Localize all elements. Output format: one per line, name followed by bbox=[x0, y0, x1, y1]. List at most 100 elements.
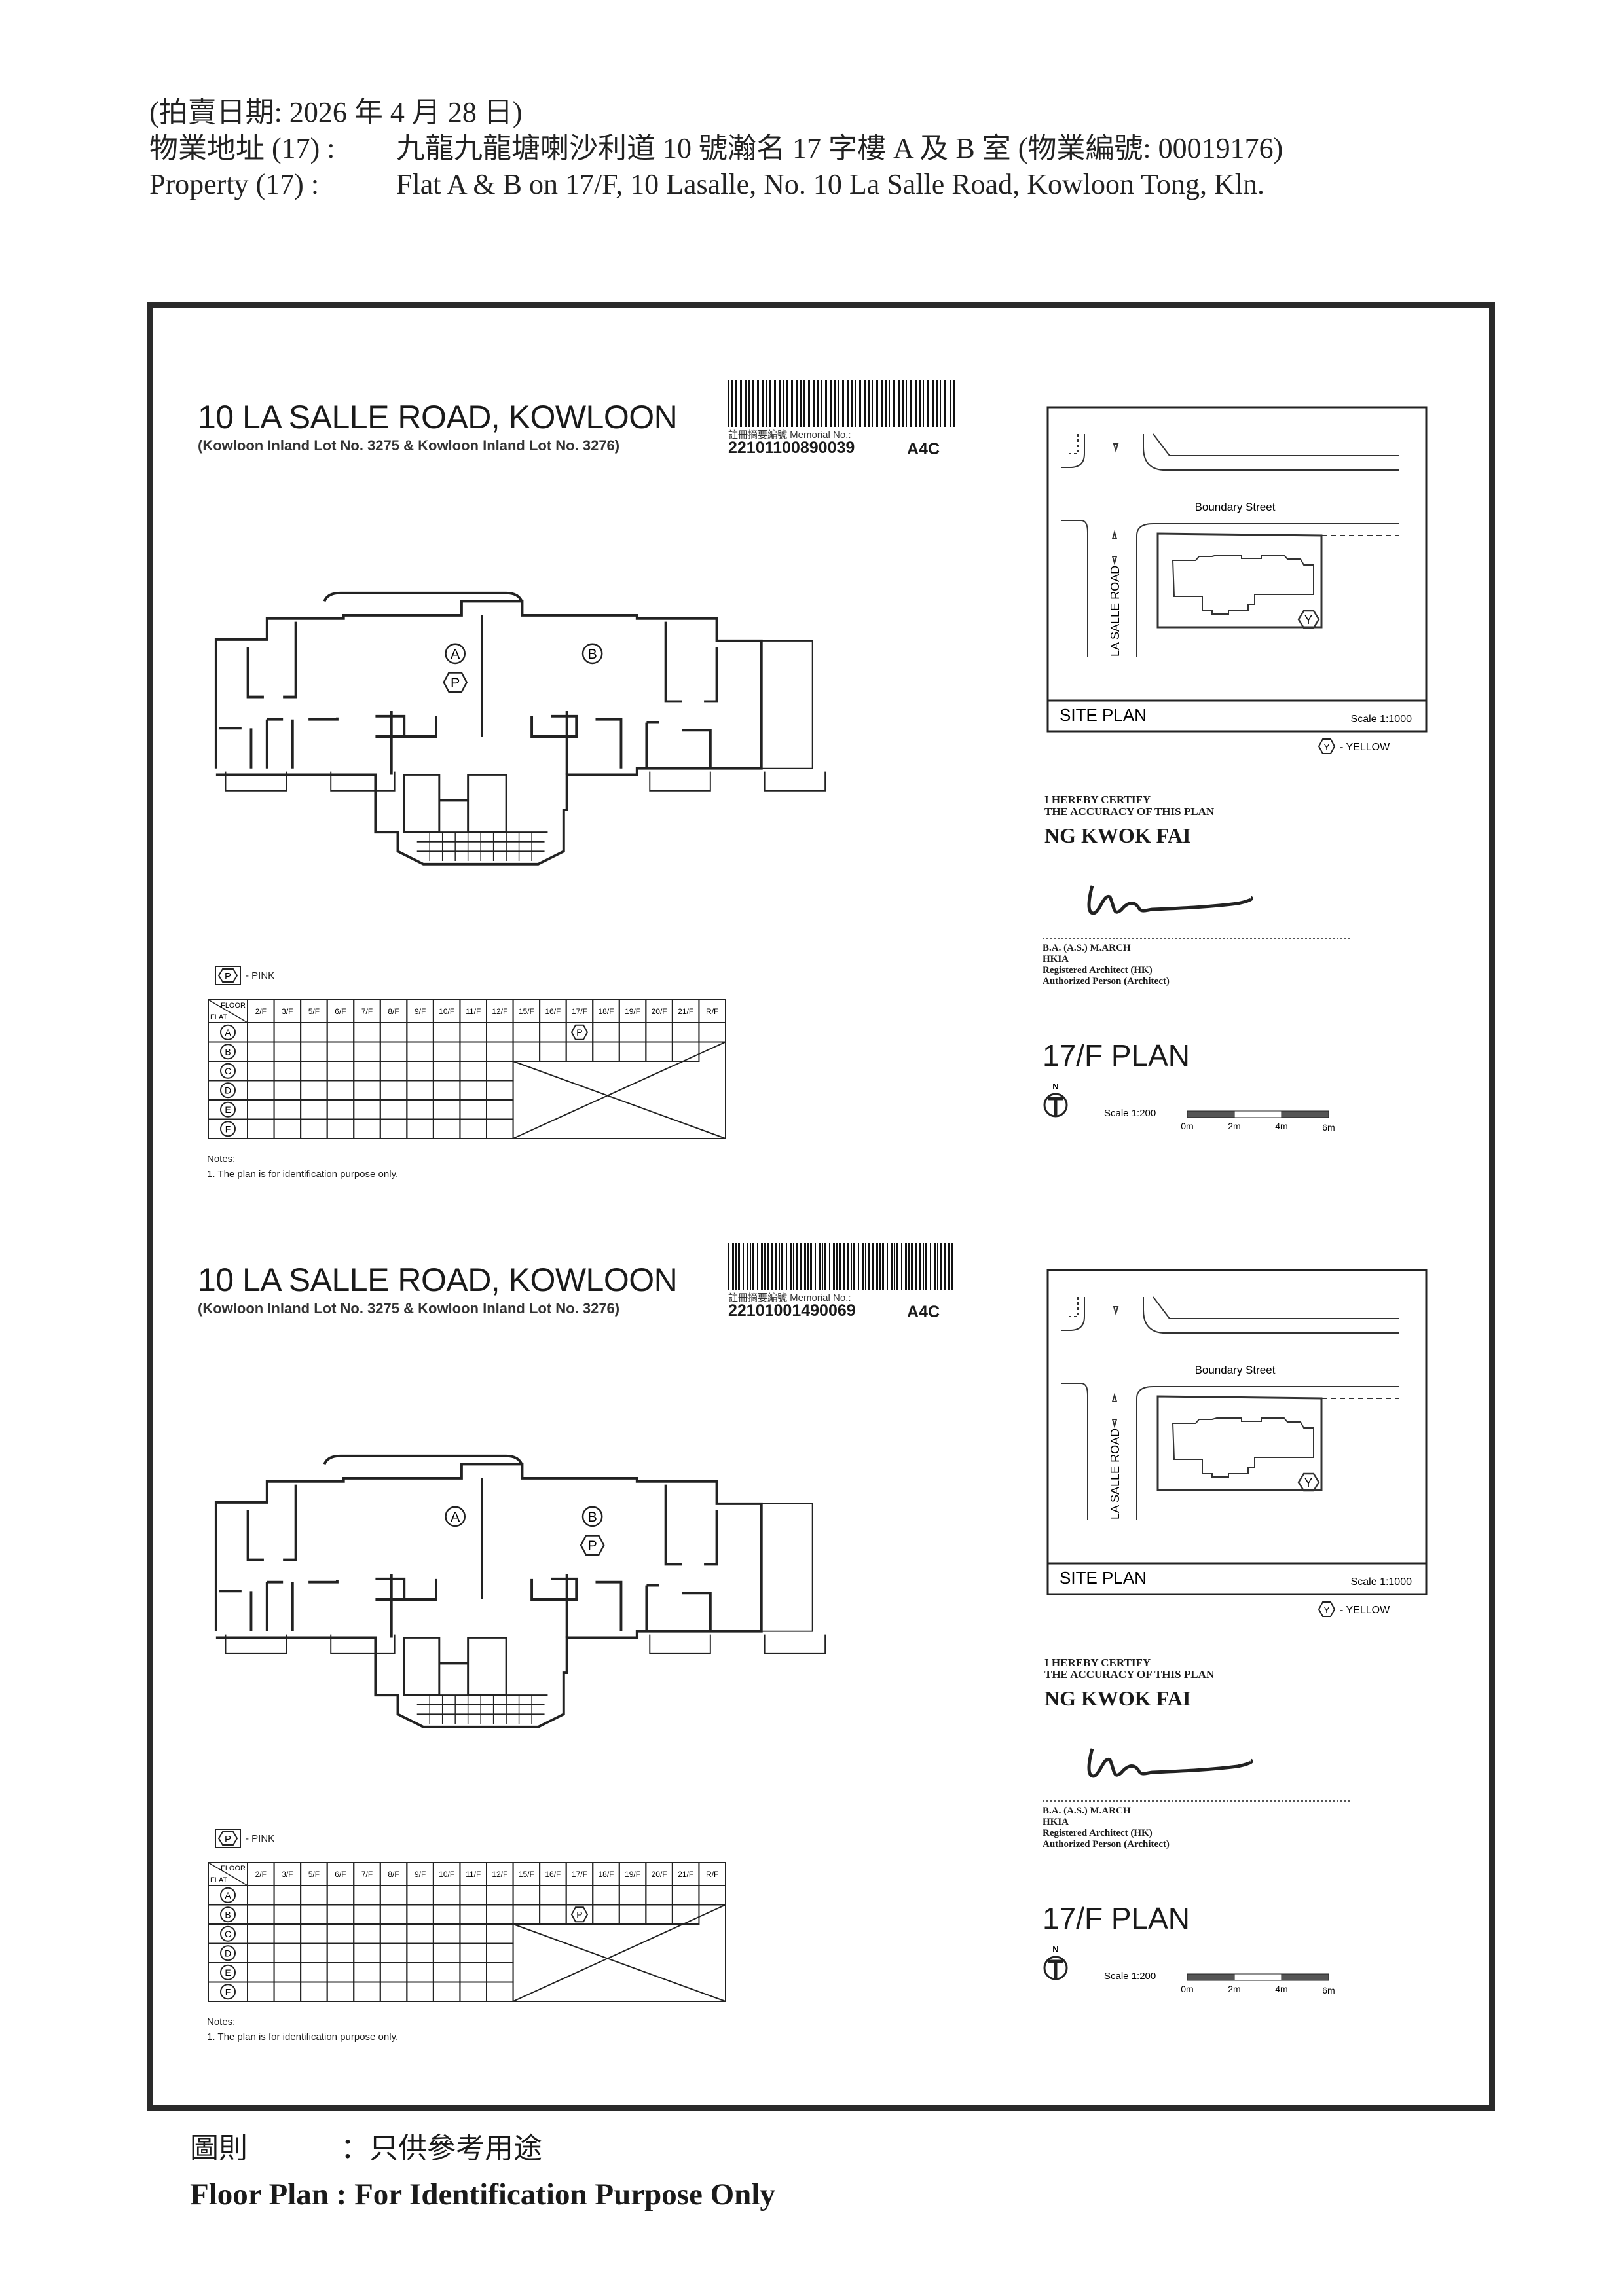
pink-legend-marker: P bbox=[225, 1834, 231, 1845]
floor-header-label: 15/F bbox=[519, 1007, 534, 1016]
barcode-bar bbox=[833, 1243, 835, 1290]
table-cell bbox=[618, 1904, 647, 1925]
table-cell bbox=[406, 1942, 434, 1963]
scale-tick: 0m bbox=[1181, 1984, 1193, 1994]
floor-header-label: 9/F bbox=[415, 1007, 426, 1016]
floor-header-label: 21/F bbox=[678, 1870, 693, 1879]
floor-header-label: 17/F bbox=[572, 1870, 587, 1879]
credentials: B.A. (A.S.) M.ARCH HKIA Registered Archi… bbox=[1043, 1806, 1170, 1850]
north-label: N bbox=[1052, 1082, 1058, 1091]
barcode-bar bbox=[808, 380, 810, 427]
table-cell bbox=[459, 1923, 488, 1944]
flat-b-label: B bbox=[587, 646, 597, 662]
barcode-bar bbox=[779, 1243, 780, 1290]
table-cell bbox=[247, 1885, 275, 1906]
address-cn-label: 物業地址 (17) : bbox=[149, 132, 335, 164]
table-cell bbox=[459, 1962, 488, 1983]
barcode-bar bbox=[839, 1243, 841, 1290]
flat-b-label: B bbox=[587, 1509, 597, 1525]
barcode-bar bbox=[901, 1243, 902, 1290]
pink-legend-text: - PINK bbox=[246, 970, 275, 981]
table-cell bbox=[645, 1885, 673, 1906]
scale-tick: 6m bbox=[1322, 1122, 1335, 1133]
corner-diagonal bbox=[208, 1862, 248, 1886]
barcode-bar bbox=[762, 380, 764, 427]
footer-en-text: Floor Plan : For Identification Purpose … bbox=[190, 2178, 775, 2212]
barcode-bar bbox=[783, 380, 784, 427]
barcode-bar bbox=[810, 1243, 812, 1290]
barcode-bar bbox=[948, 1243, 950, 1290]
table-cell bbox=[592, 1904, 620, 1925]
address-en: Flat A & B on 17/F, 10 Lasalle, No. 10 L… bbox=[396, 168, 1264, 200]
barcode-bar bbox=[807, 1243, 809, 1290]
table-cell bbox=[353, 1885, 381, 1906]
barcode-bar bbox=[824, 1243, 826, 1290]
scale-tick: 2m bbox=[1228, 1121, 1240, 1131]
scale-label: Scale 1:200 bbox=[1104, 1108, 1156, 1119]
sheet-code: A4C bbox=[907, 440, 940, 458]
barcode-bar bbox=[953, 380, 955, 427]
flat-a-label: A bbox=[451, 1509, 460, 1525]
credential-degree: B.A. (A.S.) M.ARCH bbox=[1043, 1806, 1131, 1816]
floor-plan-title: 17/F PLAN bbox=[1043, 1038, 1190, 1072]
table-cell bbox=[379, 1942, 408, 1963]
barcode-bar bbox=[796, 1243, 798, 1290]
barcode-bar bbox=[757, 1243, 758, 1290]
table-cell bbox=[406, 1981, 434, 2002]
flat-row-label: F bbox=[225, 1986, 231, 1997]
certify-line-2: THE ACCURACY OF THIS PLAN bbox=[1044, 1668, 1215, 1681]
sheet-title: 10 LA SALLE ROAD, KOWLOON bbox=[198, 399, 678, 435]
floor-header-label: 18/F bbox=[598, 1007, 614, 1016]
barcode bbox=[728, 380, 955, 427]
table-cell bbox=[671, 1885, 700, 1906]
sheet-code: A4C bbox=[907, 1303, 940, 1321]
table-cell bbox=[326, 1904, 355, 1925]
floor-header-label: 2/F bbox=[255, 1007, 267, 1016]
pink-hex-icon bbox=[570, 1906, 589, 1923]
barcode-bar bbox=[748, 380, 750, 427]
barcode-bar bbox=[915, 1243, 917, 1290]
barcode-bar bbox=[859, 380, 861, 427]
barcode-bar bbox=[882, 1243, 884, 1290]
flat-circle-icon bbox=[220, 1906, 236, 1923]
floor-header-label: 20/F bbox=[652, 1870, 667, 1879]
note-1: 1. The plan is for identification purpos… bbox=[207, 1169, 399, 1180]
floor-header-label: 12/F bbox=[492, 1870, 507, 1879]
barcode-bar bbox=[752, 1243, 754, 1290]
barcode-bar bbox=[738, 1243, 740, 1290]
table-cell bbox=[432, 1923, 461, 1944]
flat-row-label: D bbox=[225, 1085, 231, 1095]
barcode-bar bbox=[732, 1243, 734, 1290]
barcode-bar bbox=[891, 1243, 893, 1290]
barcode-bar bbox=[764, 1243, 766, 1290]
barcode-bar bbox=[745, 380, 747, 427]
table-cell bbox=[432, 1904, 461, 1925]
table-cell bbox=[273, 1981, 302, 2002]
floor-header-label: 5/F bbox=[308, 1870, 320, 1879]
floor-header-label: 6/F bbox=[335, 1007, 346, 1016]
barcode-bar bbox=[872, 1243, 874, 1290]
scale-tick: 0m bbox=[1181, 1121, 1193, 1131]
table-cell bbox=[379, 1904, 408, 1925]
barcode-bar bbox=[800, 1243, 802, 1290]
corner-floor-label: FLOOR bbox=[221, 1002, 246, 1010]
memorial-number: 22101001490069 bbox=[728, 1302, 856, 1320]
barcode-bar bbox=[817, 380, 819, 427]
barcode-bar bbox=[830, 380, 832, 427]
barcode-bar bbox=[847, 1243, 849, 1290]
floor-header-label: 2/F bbox=[255, 1870, 267, 1879]
barcode-bar bbox=[868, 380, 870, 427]
flat-row-label: B bbox=[225, 1909, 231, 1920]
table-cell bbox=[459, 1981, 488, 2002]
barcode-bar bbox=[779, 380, 781, 427]
flat-row-label: C bbox=[225, 1929, 231, 1939]
floor-header-label: 8/F bbox=[388, 1870, 399, 1879]
barcode-bar bbox=[803, 380, 805, 427]
table-cell bbox=[486, 1904, 514, 1925]
floor-header-label: 12/F bbox=[492, 1007, 507, 1016]
barcode-bar bbox=[842, 380, 844, 427]
barcode-bar bbox=[735, 380, 737, 427]
credentials: B.A. (A.S.) M.ARCH HKIA Registered Archi… bbox=[1043, 943, 1170, 987]
barcode-bar bbox=[851, 1243, 852, 1290]
flat-circle-icon bbox=[220, 1063, 236, 1079]
